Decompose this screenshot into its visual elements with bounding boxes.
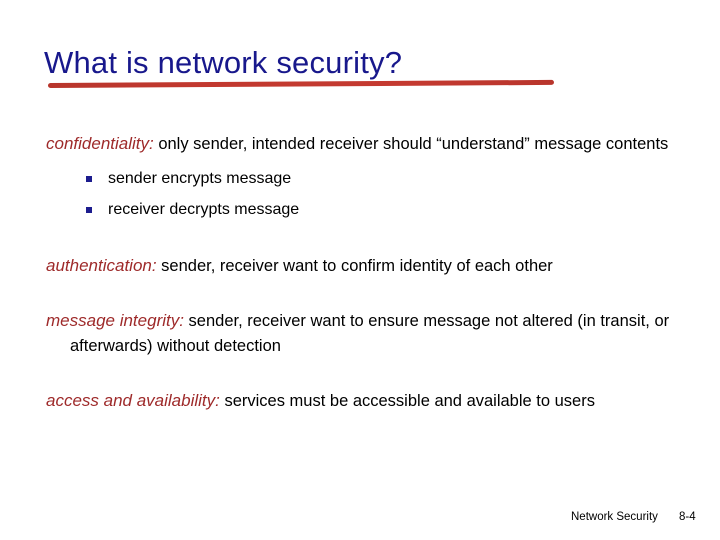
keyword-authentication: authentication: xyxy=(46,256,157,275)
bullet-message-integrity: message integrity: sender, receiver want… xyxy=(46,308,676,359)
keyword-confidentiality: confidentiality: xyxy=(46,134,154,153)
footer-label: Network Security xyxy=(571,511,658,523)
sub-bullet-list: sender encrypts message receiver decrypt… xyxy=(46,168,676,221)
text-access-and-availability: services must be accessible and availabl… xyxy=(219,392,595,410)
text-message-integrity: sender, receiver want to ensure message … xyxy=(70,312,670,355)
keyword-message-integrity: message integrity: xyxy=(46,311,184,330)
footer-page-number: 8-4 xyxy=(679,511,696,523)
page-title: What is network security? xyxy=(44,45,403,80)
sub-bullet-label: sender encrypts message xyxy=(108,170,292,187)
bullet-access-and-availability: access and availability: services must b… xyxy=(46,388,676,414)
slide-body: confidentiality: only sender, intended r… xyxy=(46,131,676,414)
text-authentication: sender, receiver want to confirm identit… xyxy=(156,257,553,275)
bullet-confidentiality: confidentiality: only sender, intended r… xyxy=(46,131,676,157)
list-item: receiver decrypts message xyxy=(46,199,676,221)
list-item: sender encrypts message xyxy=(46,168,676,190)
slide-footer: Network Security 8-4 xyxy=(0,511,720,531)
sub-bullet-label: receiver decrypts message xyxy=(108,201,300,218)
title-block: What is network security? xyxy=(44,44,664,100)
bullet-authentication: authentication: sender, receiver want to… xyxy=(46,253,676,279)
text-confidentiality: only sender, intended receiver should “u… xyxy=(153,135,669,153)
square-bullet-icon xyxy=(86,176,92,182)
square-bullet-icon xyxy=(86,207,92,213)
keyword-access-and-availability: access and availability: xyxy=(46,391,220,410)
